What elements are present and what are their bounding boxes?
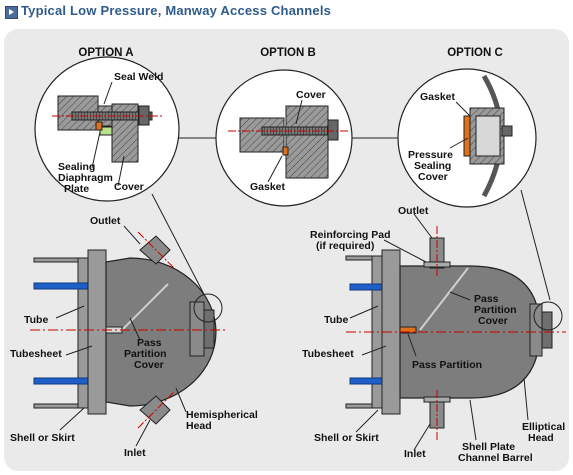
- head-label-right: Head: [528, 432, 554, 444]
- pass-label-left: Pass: [137, 337, 162, 349]
- option-c-label: OPTION C: [447, 47, 503, 59]
- sealing-label: Sealing: [58, 161, 95, 173]
- option-a-detail: OPTION A Seal Weld Sealing Diaphragm Pla…: [34, 47, 180, 202]
- elliptical-label: Elliptical: [522, 421, 565, 433]
- cover-label-b: Cover: [296, 89, 326, 101]
- page-header: Typical Low Pressure, Manway Access Chan…: [0, 0, 573, 26]
- channel-barrel-label: Channel Barrel: [458, 452, 533, 464]
- tube-label-left: Tube: [24, 314, 48, 326]
- cover-label-c: Cover: [418, 171, 448, 183]
- pressure-label: Pressure: [408, 149, 453, 161]
- tubesheet-label-left: Tubesheet: [10, 348, 62, 360]
- shell-plate-label: Shell Plate: [462, 441, 515, 453]
- inlet-label-left: Inlet: [124, 447, 146, 459]
- outlet-label-right: Outlet: [398, 205, 429, 217]
- gasket-label-c: Gasket: [420, 91, 456, 103]
- head-label-left: Head: [186, 420, 212, 432]
- pass-label-right: Pass: [474, 293, 499, 305]
- page-title: Typical Low Pressure, Manway Access Chan…: [21, 3, 332, 18]
- connector-lines: [151, 137, 551, 303]
- tube-label-right: Tube: [324, 314, 348, 326]
- tubesheet-label-right: Tubesheet: [302, 348, 354, 360]
- elliptical-channel-assembly: Outlet Reinforcing Pad (if required) Tub…: [302, 205, 566, 464]
- partition-label-right: Partition: [474, 304, 517, 316]
- inlet-label-right: Inlet: [404, 448, 426, 460]
- pass-partition-label: Pass Partition: [412, 359, 482, 371]
- diaphragm-label: Diaphragm: [58, 172, 113, 184]
- cover-label-a: Cover: [114, 181, 144, 193]
- sealing-label-c: Sealing: [414, 160, 451, 172]
- reinforcing-pad-label: Reinforcing Pad: [310, 229, 391, 241]
- tubesheet: [87, 249, 107, 415]
- hemispherical-channel-assembly: Outlet Tube Tubesheet Pass Partition Cov…: [10, 215, 258, 459]
- option-b-detail: OPTION B Cover Gasket: [215, 47, 353, 207]
- arrow-bullet-icon: [5, 6, 18, 19]
- cover-label-left: Cover: [134, 359, 164, 371]
- cover-label-right: Cover: [478, 315, 508, 327]
- gasket-label-b: Gasket: [250, 181, 286, 193]
- option-c-detail: OPTION C Gasket Pressure Sealing Cover: [397, 47, 537, 208]
- shell-or-skirt-label-right: Shell or Skirt: [314, 432, 379, 444]
- shell-or-skirt-label-left: Shell or Skirt: [10, 432, 75, 444]
- partition-label-left: Partition: [124, 348, 167, 360]
- plate-label: Plate: [64, 183, 89, 195]
- option-b-label: OPTION B: [260, 47, 316, 59]
- seal-weld-label: Seal Weld: [114, 71, 163, 83]
- option-a-label: OPTION A: [78, 47, 133, 59]
- if-required-label: (if required): [316, 240, 374, 252]
- outlet-label-left: Outlet: [90, 215, 121, 227]
- hemispherical-label: Hemispherical: [186, 409, 258, 421]
